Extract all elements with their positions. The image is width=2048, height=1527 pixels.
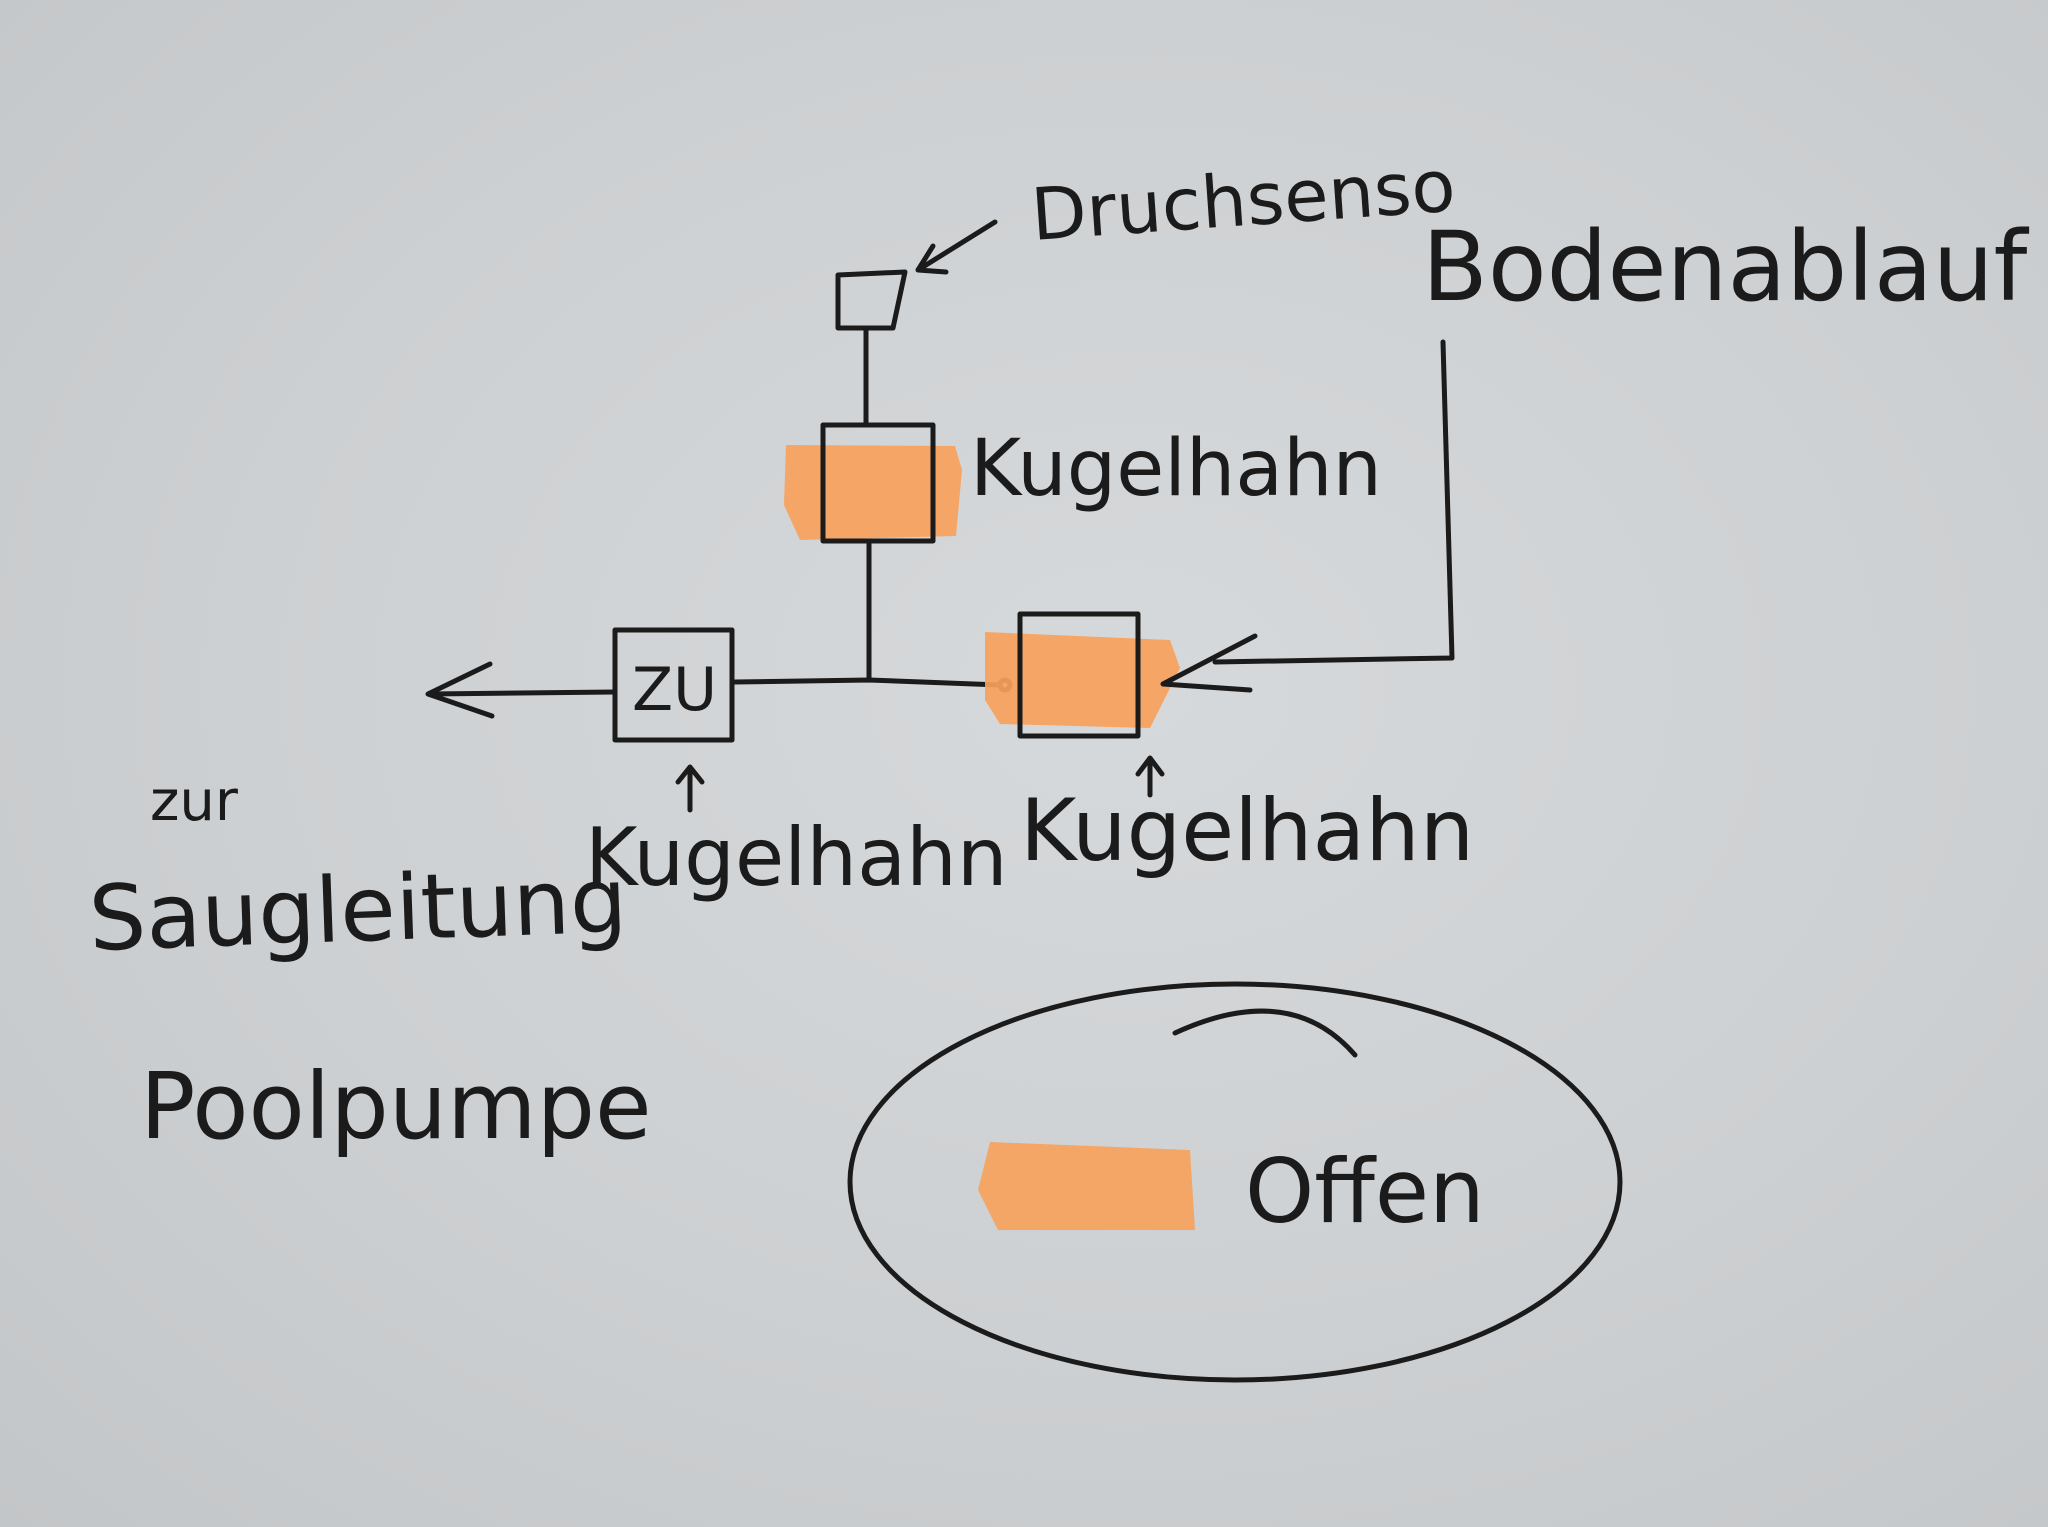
top-valve-label: Kugelhahn <box>970 424 1382 514</box>
left-valve-pointer <box>675 764 705 813</box>
right-valve-label: Kugelhahn <box>1020 781 1474 881</box>
left-valve-label: Kugelhahn <box>585 811 1008 904</box>
pool-pump-label: Poolpumpe <box>140 1053 652 1160</box>
sensor-label: Druchsenso <box>1028 144 1458 257</box>
legend-swatch <box>978 1142 1195 1230</box>
zu-label: ZU <box>632 655 717 725</box>
legend-ellipse-overlap <box>1172 1008 1358 1058</box>
legend-open-label: Offen <box>1245 1140 1485 1243</box>
floor-drain-label: Bodenablauf <box>1422 211 2030 323</box>
top-valve-highlight <box>784 445 962 540</box>
right-valve-pointer <box>1135 755 1165 798</box>
main-pipe <box>732 677 1003 688</box>
floor-drain-arrow-head <box>1160 633 1258 693</box>
pressure-sensor-symbol <box>835 269 908 331</box>
outlet-arrow-head <box>425 661 495 719</box>
right-valve-symbol <box>1017 611 1141 739</box>
sensor-arrow <box>915 219 998 275</box>
to-label: zur <box>150 769 239 834</box>
outlet-pipe <box>427 689 618 697</box>
suction-line-label: Saugleitung <box>87 848 629 972</box>
right-valve-highlight <box>985 632 1180 728</box>
closed-valve-symbol <box>612 627 735 743</box>
legend-ellipse <box>847 981 1623 1383</box>
floor-drain-pipe <box>1212 339 1455 665</box>
top-valve-symbol <box>820 422 936 544</box>
